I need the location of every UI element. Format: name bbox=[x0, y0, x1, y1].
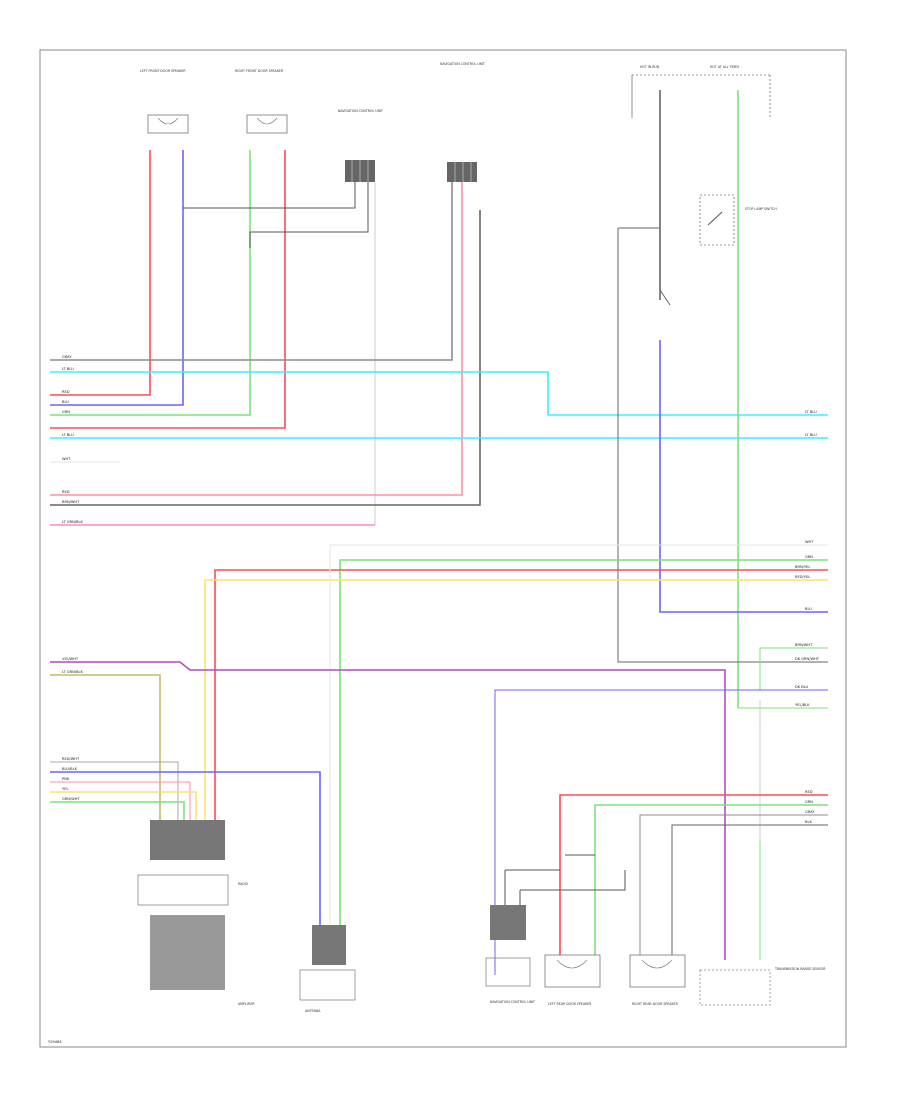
wire-mid-yellow bbox=[204, 579, 828, 820]
wire-right-diag bbox=[659, 289, 671, 306]
wire-label-cyan-r2: LT BLU bbox=[805, 433, 817, 437]
wire-label-cyan-r1: LT BLU bbox=[805, 410, 817, 414]
nav-unit-label-a: NAVIGATION CONTROL UNIT bbox=[338, 109, 383, 113]
stop-lamp-switch: STOP LAMP SWITCH bbox=[699, 194, 777, 246]
wire-mid-green bbox=[339, 559, 828, 945]
wire-ll-blue bbox=[50, 771, 321, 935]
nav-unit-label-b: NAVIGATION CONTROL UNIT bbox=[440, 62, 485, 66]
wire-nav-black bbox=[50, 210, 481, 506]
wire-label-dkblu: DK BLU bbox=[795, 685, 809, 689]
connector-top-mid: NAVIGATION CONTROL UNIT bbox=[338, 109, 383, 182]
wire-lr-gray bbox=[639, 814, 828, 955]
wire-ll-yellow bbox=[50, 791, 197, 830]
wire-label-red3: RED bbox=[805, 790, 813, 794]
wire-lr-link-b bbox=[520, 870, 626, 891]
diagram-frame bbox=[39, 49, 847, 1048]
wire-link-b bbox=[249, 231, 285, 248]
wire-cyan-upper bbox=[50, 371, 828, 416]
wire-olive bbox=[50, 674, 161, 830]
wire-label-yelblk: YEL/BLK bbox=[795, 703, 810, 707]
wire-ll-pink bbox=[50, 781, 191, 830]
wire-label-brnyel: BRN/YEL bbox=[795, 565, 810, 569]
wire-label-blu: BLU bbox=[62, 400, 69, 404]
radio-label: RADIO bbox=[238, 882, 249, 886]
wire-label-brnwht: BRN/WHT bbox=[795, 643, 813, 647]
wire-label-gray: GRAY bbox=[62, 355, 72, 359]
wire-label-grnwht: GRN/WHT bbox=[62, 797, 80, 801]
speaker-lf-label: LEFT FRONT DOOR SPEAKER bbox=[140, 69, 186, 73]
wire-label-wht2: WHT bbox=[805, 540, 814, 544]
wire-link-c bbox=[285, 182, 369, 233]
nav-unit-label-c: NAVIGATION CONTROL UNIT bbox=[490, 1000, 535, 1004]
wire-label-blk: BLK bbox=[805, 820, 812, 824]
relay-label: STOP LAMP SWITCH bbox=[745, 207, 777, 211]
antenna-label: ANTENNA bbox=[305, 1009, 321, 1013]
speaker-rf-label: RIGHT FRONT DOOR SPEAKER bbox=[235, 69, 284, 73]
fuse-hot-run-label: HOT IN RUN bbox=[640, 65, 660, 69]
footer-code: Y29484 bbox=[48, 1040, 62, 1044]
wire-mid-red bbox=[214, 569, 828, 820]
wire-label-ltgrnblk: LT GRN/BLK bbox=[62, 670, 83, 674]
wire-speaker-lf-blue bbox=[50, 150, 184, 406]
wire-label-ltgrn: LT GRN/BLK bbox=[62, 520, 83, 524]
wire-violet bbox=[50, 661, 726, 960]
wire-label-yel: YEL bbox=[62, 787, 68, 791]
transmission-range-sensor: TRANSMISSION RANGE SENSOR bbox=[699, 967, 826, 1006]
speaker-right-rear: RIGHT REAR DOOR SPEAKER bbox=[629, 954, 686, 1006]
wire-label-blu2: BLU bbox=[805, 607, 812, 611]
speaker-rr-label: RIGHT REAR DOOR SPEAKER bbox=[632, 1002, 679, 1006]
wire-lightblue bbox=[494, 689, 828, 975]
wire-label-blublk: BLU/BLK bbox=[62, 767, 78, 771]
wire-label-brn: BRN/WHT bbox=[62, 500, 80, 504]
fuse-hot-all-label: HOT AT ALL TIMES bbox=[710, 65, 739, 69]
wire-label-redyel: RED/YEL bbox=[795, 575, 810, 579]
wire-label-grn3: GRN bbox=[805, 800, 813, 804]
fuse-block: HOT IN RUN HOT AT ALL TIMES bbox=[631, 65, 771, 118]
wire-right-blue bbox=[659, 340, 828, 613]
speaker-left-front: LEFT FRONT DOOR SPEAKER bbox=[140, 69, 189, 134]
nav-unit-top: NAVIGATION CONTROL UNIT bbox=[440, 62, 485, 182]
nav-unit-bottom: NAVIGATION CONTROL UNIT bbox=[485, 905, 535, 1004]
wire-label-ltblu2: LT BLU bbox=[62, 433, 74, 437]
wire-label-vio: VIO/WHT bbox=[62, 657, 79, 661]
wire-lr-red bbox=[559, 794, 828, 955]
wire-link-a bbox=[183, 182, 356, 209]
wire-label-grn2: GRN bbox=[805, 555, 813, 559]
wire-rl-green-a bbox=[759, 647, 828, 691]
wire-label-ltblu: LT BLU bbox=[62, 367, 74, 371]
wire-label-red2: RED bbox=[62, 490, 70, 494]
radio-connector: RADIO AMPLIFIER bbox=[137, 820, 255, 1006]
wire-speaker-rf-red bbox=[50, 150, 286, 429]
wire-nav-red bbox=[50, 182, 463, 496]
wire-speaker-lf-red bbox=[50, 150, 151, 396]
speaker-left-rear: LEFT REAR DOOR SPEAKER bbox=[544, 954, 601, 1006]
speaker-lr-label: LEFT REAR DOOR SPEAKER bbox=[548, 1002, 592, 1006]
wire-lr-green bbox=[594, 804, 828, 955]
wire-nav-gray bbox=[50, 182, 453, 361]
wire-label-redwht: RED/WHT bbox=[62, 757, 80, 761]
wire-label-pnk: PNK bbox=[62, 777, 70, 781]
wire-ll-gray bbox=[50, 761, 179, 830]
wire-label-grn: GRN bbox=[62, 410, 70, 414]
wire-right-black-b bbox=[617, 228, 828, 663]
wire-label-red: RED bbox=[62, 390, 70, 394]
wire-mid-light bbox=[329, 544, 828, 945]
wire-lr-black bbox=[671, 824, 828, 955]
wire-label-dkgrn: DK GRN/WHT bbox=[795, 657, 820, 661]
transmission-sensor-label: TRANSMISSION RANGE SENSOR bbox=[774, 967, 826, 971]
left-wire-labels: GRAY LT BLU RED BLU GRN LT BLU WHT RED B… bbox=[62, 355, 83, 801]
speaker-right-front: RIGHT FRONT DOOR SPEAKER bbox=[235, 69, 288, 134]
wire-label-gray2: GRAY bbox=[805, 810, 815, 814]
antenna-connector: ANTENNA bbox=[299, 925, 356, 1013]
amplifier-label: AMPLIFIER bbox=[238, 1002, 255, 1006]
right-wire-labels: LT BLU LT BLU WHT GRN BRN/YEL RED/YEL BL… bbox=[795, 410, 820, 824]
wire-label-wht: WHT bbox=[62, 457, 71, 461]
